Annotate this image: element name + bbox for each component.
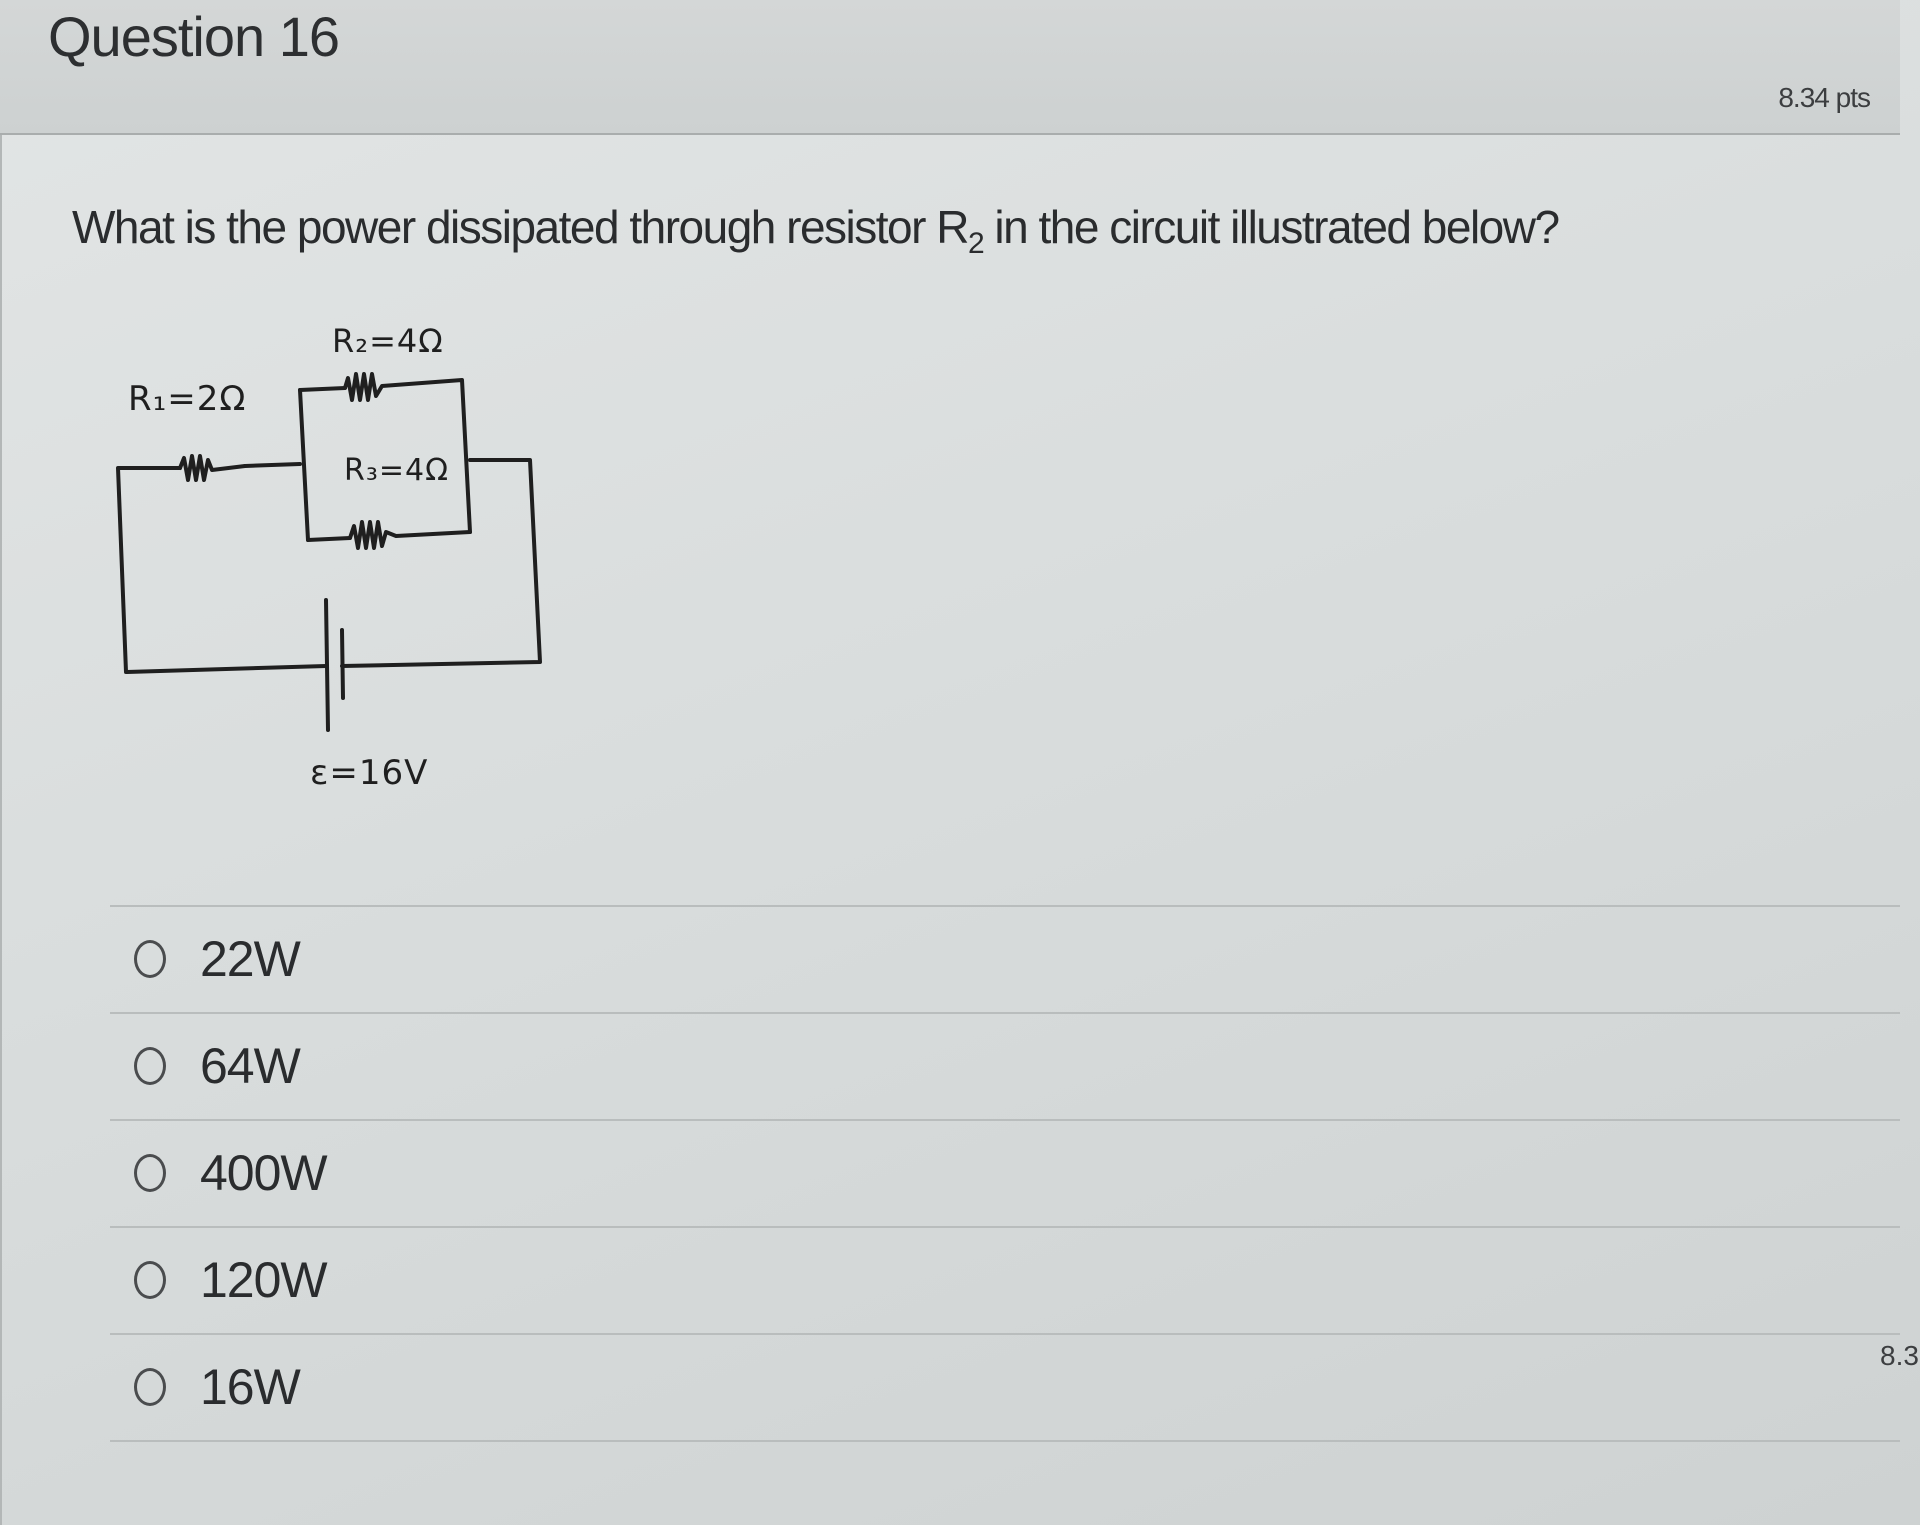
divider xyxy=(110,1440,1900,1442)
answer-label: 22W xyxy=(200,930,301,987)
wire-r1-to-junction xyxy=(243,462,302,468)
radio-button[interactable] xyxy=(134,1260,166,1299)
answer-option-2[interactable]: 64W xyxy=(110,1012,1910,1119)
wire-right xyxy=(340,458,542,668)
answer-label: 400W xyxy=(200,1144,328,1201)
circuit-diagram: R₁=2Ω R₂=4Ω R₃=4Ω ε=16V xyxy=(116,322,542,793)
circuit-label-r2: R₂=4Ω xyxy=(332,322,444,360)
circuit-label-r3: R₃=4Ω xyxy=(344,453,449,488)
question-title: Question 16 xyxy=(48,5,340,68)
answer-option-3[interactable]: 400W xyxy=(110,1119,1910,1226)
question-body xyxy=(0,135,1920,1525)
radio-button[interactable] xyxy=(134,1367,166,1406)
question-text-tail: in the circuit illustrated below? xyxy=(983,201,1560,253)
question-points: 8.34 pts xyxy=(1778,82,1871,113)
battery-short-plate xyxy=(340,628,345,700)
answer-option-1[interactable]: 22W xyxy=(110,905,1910,1012)
answer-label: 64W xyxy=(200,1037,301,1094)
question-text-subscript: 2 xyxy=(967,227,985,261)
answer-option-5[interactable]: 16W xyxy=(110,1333,1910,1440)
next-question-points: 8.3 xyxy=(1880,1340,1919,1371)
circuit-label-r1: R₁=2Ω xyxy=(128,379,246,419)
wire-left xyxy=(116,466,328,674)
resistor-r2 xyxy=(343,372,472,534)
answer-option-4[interactable]: 120W xyxy=(110,1226,1910,1333)
radio-button[interactable] xyxy=(134,1153,166,1192)
resistor-r3 xyxy=(348,520,472,550)
battery-long-plate xyxy=(324,598,330,732)
wire-r2-branch xyxy=(298,386,347,392)
answer-label: 16W xyxy=(200,1358,301,1415)
question-text-main: What is the power dissipated through res… xyxy=(72,201,969,253)
question-text: What is the power dissipated through res… xyxy=(72,200,1560,261)
resistor-r1 xyxy=(178,454,247,482)
circuit-label-emf: ε=16V xyxy=(310,753,428,793)
radio-button[interactable] xyxy=(134,1046,166,1085)
wire-r3-branch xyxy=(306,536,352,542)
answer-list: 22W 64W 400W 120W 16W xyxy=(110,905,1910,1440)
radio-button[interactable] xyxy=(134,939,166,978)
wire-parallel-left xyxy=(298,388,310,542)
answer-label: 120W xyxy=(200,1251,328,1308)
question-header: Question 16 8.34 pts xyxy=(0,0,1900,135)
